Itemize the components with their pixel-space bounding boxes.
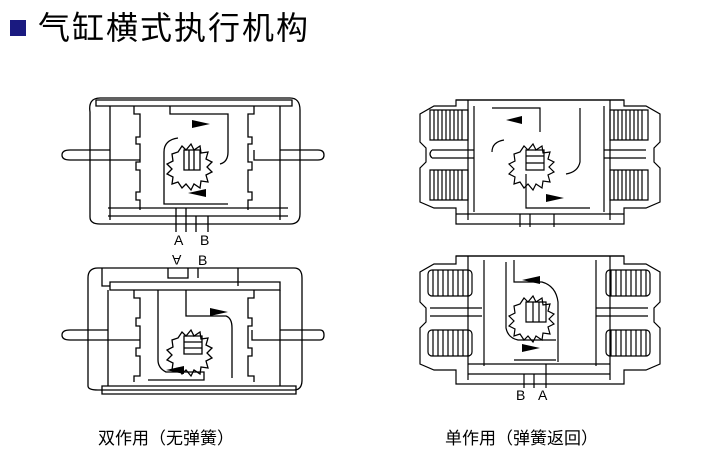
- caption-double-acting: 双作用（无弹簧）: [98, 429, 234, 449]
- lower-rack: [526, 108, 590, 208]
- arrow-left-icon: [506, 116, 522, 124]
- lower-rack: [164, 138, 228, 204]
- caption-single-acting: 单作用（弹簧返回）: [445, 429, 598, 449]
- arrow-right-icon: [210, 308, 228, 316]
- port-manifold: [108, 208, 288, 232]
- right-spring-upper: [610, 110, 648, 140]
- upper-rack: [492, 108, 540, 152]
- port-label-b: B: [200, 232, 210, 248]
- arrow-right-icon: [546, 194, 564, 202]
- page-title: 气缸横式执行机构: [38, 9, 311, 47]
- right-rod: [252, 330, 324, 340]
- left-spring-upper: [428, 270, 472, 296]
- port-label-a-inverted: A: [172, 252, 182, 268]
- left-rod: [430, 150, 474, 158]
- left-rod: [62, 150, 140, 160]
- left-rod: [62, 330, 140, 340]
- upper-rack: [186, 290, 232, 378]
- double-acting-diagram-bottom: [58, 268, 328, 396]
- title-row: 气缸横式执行机构: [10, 4, 310, 48]
- left-spring-lower: [428, 330, 472, 356]
- pinion-gear: [167, 330, 212, 376]
- right-spring-upper: [606, 270, 650, 296]
- cylinder-body: [420, 256, 660, 384]
- left-piston: [134, 106, 140, 210]
- upper-rack: [170, 106, 228, 164]
- arrow-right-icon: [192, 120, 210, 128]
- port-label-b: B: [516, 387, 526, 403]
- lower-rack: [506, 262, 556, 360]
- right-piston: [248, 106, 254, 210]
- cylinder-body: [420, 100, 660, 224]
- bullet-square-icon: [10, 20, 26, 36]
- right-piston: [248, 290, 254, 382]
- left-spring-lower: [430, 170, 468, 200]
- single-acting-diagram-bottom: [410, 252, 668, 388]
- left-spring-upper: [430, 110, 468, 140]
- pinion-gear: [509, 144, 554, 190]
- left-piston: [134, 290, 140, 382]
- lower-rack: [148, 290, 204, 380]
- double-acting-diagram-top: [58, 92, 328, 232]
- cylinder-body: [88, 268, 302, 390]
- arrow-left-icon: [188, 189, 206, 197]
- arrow-right-icon: [522, 344, 540, 352]
- right-rod: [604, 150, 646, 158]
- right-rod: [596, 308, 648, 316]
- upper-rack: [514, 260, 558, 362]
- port-label-b-lower: B: [198, 252, 208, 268]
- right-spring-lower: [606, 330, 650, 356]
- port-label-a: A: [174, 232, 184, 248]
- right-spring-lower: [610, 170, 648, 200]
- port-label-a: A: [538, 387, 548, 403]
- arrow-left-icon: [166, 366, 184, 374]
- pinion-gear: [167, 144, 212, 190]
- left-rod: [430, 308, 482, 316]
- right-rod: [254, 150, 324, 160]
- single-acting-diagram-top: [410, 92, 668, 227]
- cylinder-body: [90, 98, 300, 224]
- arrow-left-icon: [522, 276, 540, 284]
- pinion-gear: [509, 296, 554, 342]
